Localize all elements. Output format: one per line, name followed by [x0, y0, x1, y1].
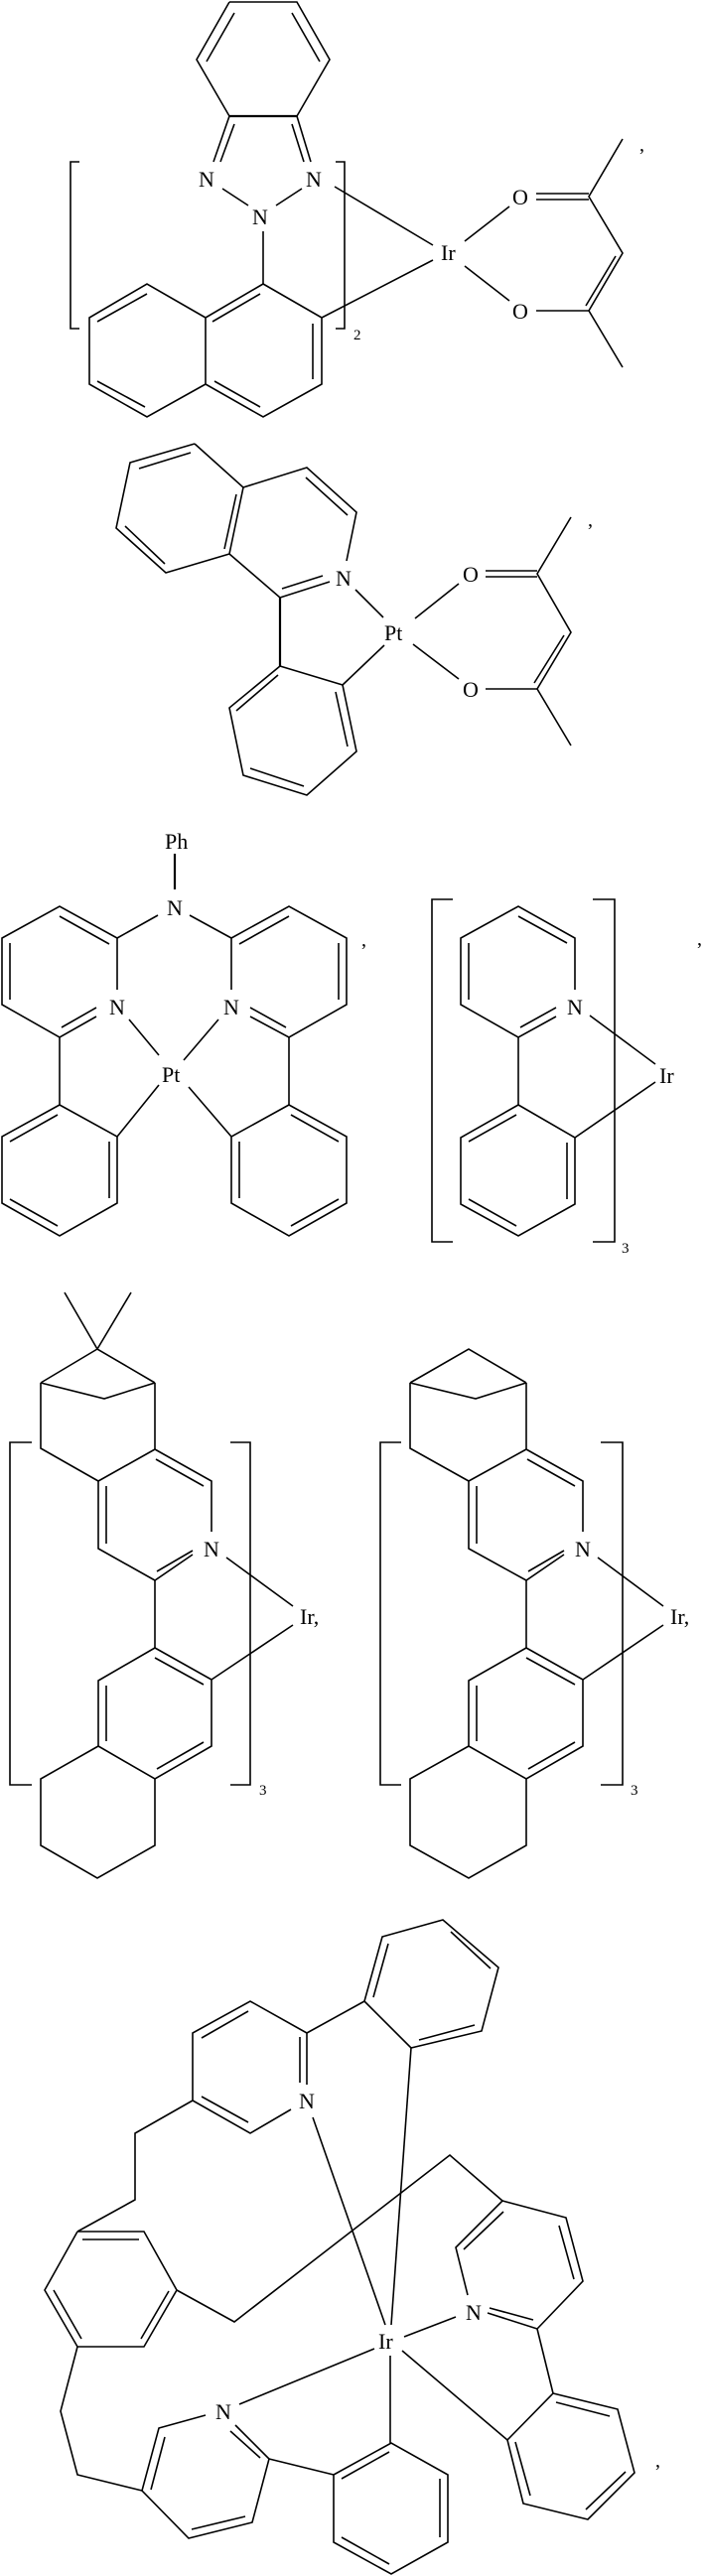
- compound-7: N N N: [44, 1919, 660, 2575]
- subscript: 3: [259, 1783, 267, 1799]
- compound-4: 3 N Ir ,: [431, 898, 702, 1257]
- metal-ir: Ir,: [670, 1604, 689, 1629]
- metal-ir: Ir: [378, 2329, 393, 2354]
- atom-n: N: [306, 167, 322, 192]
- atom-n: N: [215, 2399, 231, 2424]
- atom-n: N: [167, 895, 183, 920]
- atom-o: O: [512, 185, 528, 209]
- atom-n: N: [466, 2300, 482, 2325]
- atom-n: N: [299, 2089, 315, 2113]
- atom-o: O: [512, 299, 528, 324]
- atom-n: N: [199, 167, 214, 192]
- metal-pt: Pt: [162, 1062, 180, 1087]
- separator-comma: ,: [655, 2450, 660, 2472]
- metal-ir: Ir: [441, 240, 456, 265]
- compound-5: N 3 Ir,: [9, 1291, 319, 1879]
- metal-ir: Ir,: [300, 1604, 319, 1629]
- atom-n: N: [575, 1537, 591, 1561]
- substituent-ph: Ph: [165, 829, 188, 854]
- compound-3: Ph N N N Pt ,: [1, 829, 366, 1237]
- metal-pt: Pt: [384, 620, 402, 645]
- subscript: 2: [353, 328, 361, 343]
- metal-ir: Ir: [659, 1063, 674, 1088]
- separator-comma: ,: [588, 509, 593, 531]
- subscript: 3: [622, 1241, 630, 1257]
- separator-comma: ,: [639, 134, 644, 156]
- compound-1: N N N 2 Ir O O ,: [70, 1, 644, 418]
- compound-2: N Pt O O ,: [115, 443, 593, 796]
- atom-o: O: [463, 562, 479, 587]
- atom-n: N: [204, 1537, 219, 1561]
- atom-n: N: [109, 995, 125, 1019]
- atom-o: O: [463, 677, 479, 702]
- compound-6: N 3 Ir,: [379, 1348, 689, 1879]
- separator-comma: ,: [697, 928, 702, 950]
- atom-n: N: [223, 995, 239, 1019]
- atom-n: N: [252, 204, 268, 229]
- separator-comma: ,: [361, 929, 366, 951]
- atom-n: N: [567, 995, 583, 1019]
- subscript: 3: [631, 1783, 638, 1799]
- atom-n: N: [336, 566, 352, 591]
